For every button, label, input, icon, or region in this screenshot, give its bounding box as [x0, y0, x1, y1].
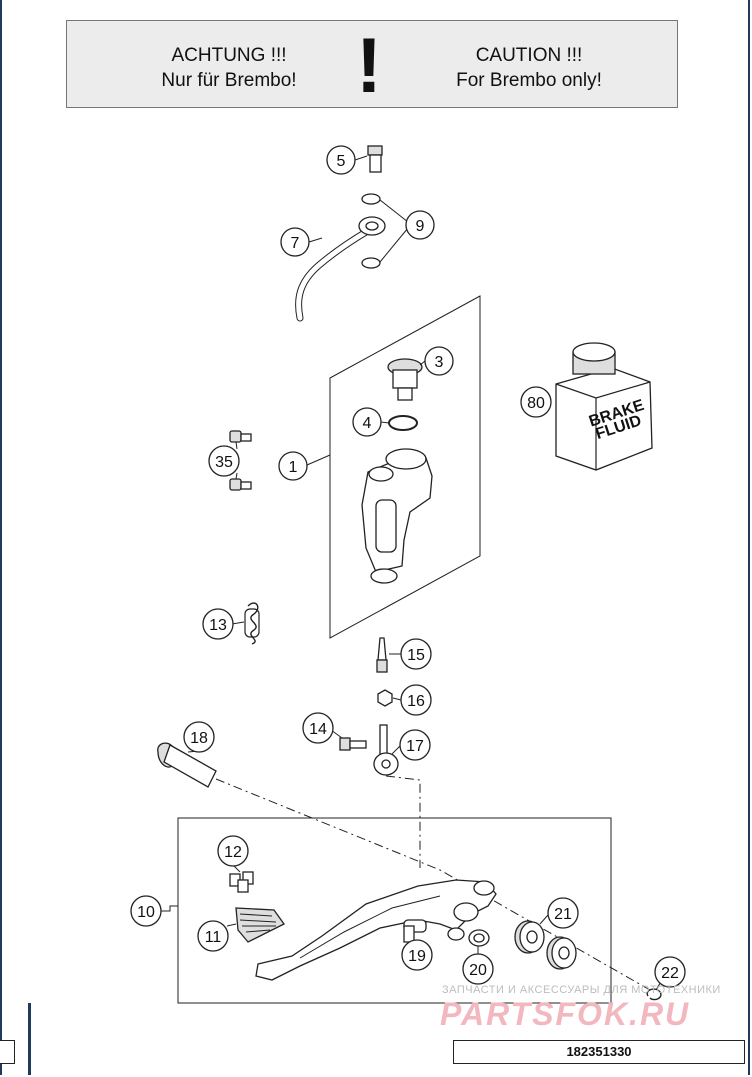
callout-label: 16 — [407, 693, 425, 710]
bushing-part — [403, 919, 427, 943]
bearing-right-part — [546, 936, 577, 970]
callout-label: 3 — [435, 354, 444, 371]
callout-label: 12 — [224, 844, 242, 861]
pedal-group-frame — [177, 817, 612, 1004]
callout-35: 35 — [208, 445, 240, 477]
clevis-axis-line — [385, 775, 421, 868]
pivot-bolt-part — [157, 742, 217, 788]
pin-part — [339, 737, 367, 751]
callout-label: 14 — [309, 721, 327, 738]
callout-10: 10 — [130, 895, 162, 927]
caution-german: ACHTUNG !!! Nur für Brembo! — [119, 43, 339, 93]
callout-label: 10 — [137, 904, 155, 921]
callout-17: 17 — [399, 729, 431, 761]
callout-label: 80 — [527, 395, 545, 412]
callout-label: 4 — [363, 415, 372, 432]
leader-lines — [161, 155, 663, 991]
callout-11: 11 — [197, 920, 229, 952]
callout-label: 13 — [209, 617, 227, 634]
master-cylinder-part — [361, 448, 433, 584]
seal-ring-upper-part — [361, 193, 381, 205]
callout-18: 18 — [183, 721, 215, 753]
o-ring-part — [388, 415, 418, 431]
callout-label: 21 — [554, 906, 572, 923]
screw-lower-part — [229, 478, 252, 491]
step-plate-part — [235, 907, 285, 943]
callout-label: 15 — [407, 647, 425, 664]
caution-banner: ACHTUNG !!! Nur für Brembo! ! CAUTION !!… — [66, 20, 678, 108]
pivot-axis-line — [215, 778, 651, 991]
pushrod-part — [376, 637, 388, 673]
callout-4: 4 — [352, 407, 382, 437]
caution-english-text: For Brembo only! — [456, 70, 602, 91]
return-spring-part — [244, 602, 260, 645]
part-number: 182351330 — [453, 1040, 745, 1064]
caution-english: CAUTION !!! For Brembo only! — [419, 43, 639, 93]
callout-label: 17 — [406, 738, 424, 755]
callout-14: 14 — [302, 712, 334, 744]
banjo-bolt-part — [367, 145, 383, 173]
corner-box — [0, 1040, 15, 1064]
callout-label: 9 — [416, 218, 425, 235]
caution-german-text: Nur für Brembo! — [161, 70, 297, 91]
callout-5: 5 — [326, 145, 356, 175]
circlip-part — [646, 988, 662, 1001]
callout-80: 80 — [520, 386, 552, 418]
bottom-rule — [28, 1003, 31, 1075]
callout-3: 3 — [424, 346, 454, 376]
watermark-logo: PARTSFOK.RU — [440, 996, 691, 1032]
callout-16: 16 — [400, 684, 432, 716]
callout-label: 20 — [469, 962, 487, 979]
bearing-left-part — [514, 920, 545, 954]
callout-13: 13 — [202, 608, 234, 640]
callout-21: 21 — [547, 897, 579, 929]
callout-label: 5 — [337, 153, 346, 170]
callout-label: 22 — [661, 965, 679, 982]
callout-15: 15 — [400, 638, 432, 670]
master-cylinder-group-frame — [329, 295, 481, 639]
callout-label: 35 — [215, 454, 233, 471]
clevis-part — [373, 724, 399, 776]
brake-fluid-bottle-part — [555, 342, 653, 471]
callout-19: 19 — [401, 939, 433, 971]
callout-label: 1 — [289, 459, 298, 476]
reservoir-cap-part — [387, 358, 423, 401]
exclamation-icon: ! — [356, 21, 382, 109]
callout-label: 11 — [205, 929, 222, 946]
callout-label: 7 — [291, 235, 300, 252]
brake-pedal-part — [255, 879, 497, 981]
callout-7: 7 — [280, 227, 310, 257]
brake-hose-part — [295, 216, 386, 322]
washer-part — [468, 929, 490, 947]
pad-part — [229, 871, 254, 893]
callout-9: 9 — [405, 210, 435, 240]
caution-german-title: ACHTUNG !!! — [171, 45, 287, 66]
caution-english-title: CAUTION !!! — [475, 45, 583, 66]
callout-label: 18 — [190, 730, 208, 747]
callout-22: 22 — [654, 956, 686, 988]
nut-part — [377, 689, 393, 707]
watermark-subtitle: ЗАПЧАСТИ И АКСЕССУАРЫ ДЛЯ МОТОТЕХНИКИ — [442, 984, 721, 996]
screw-upper-part — [229, 430, 252, 443]
callout-label: 19 — [408, 948, 426, 965]
callout-1: 1 — [278, 451, 308, 481]
callout-12: 12 — [217, 835, 249, 867]
seal-ring-lower-part — [361, 257, 381, 269]
callout-20: 20 — [462, 953, 494, 985]
